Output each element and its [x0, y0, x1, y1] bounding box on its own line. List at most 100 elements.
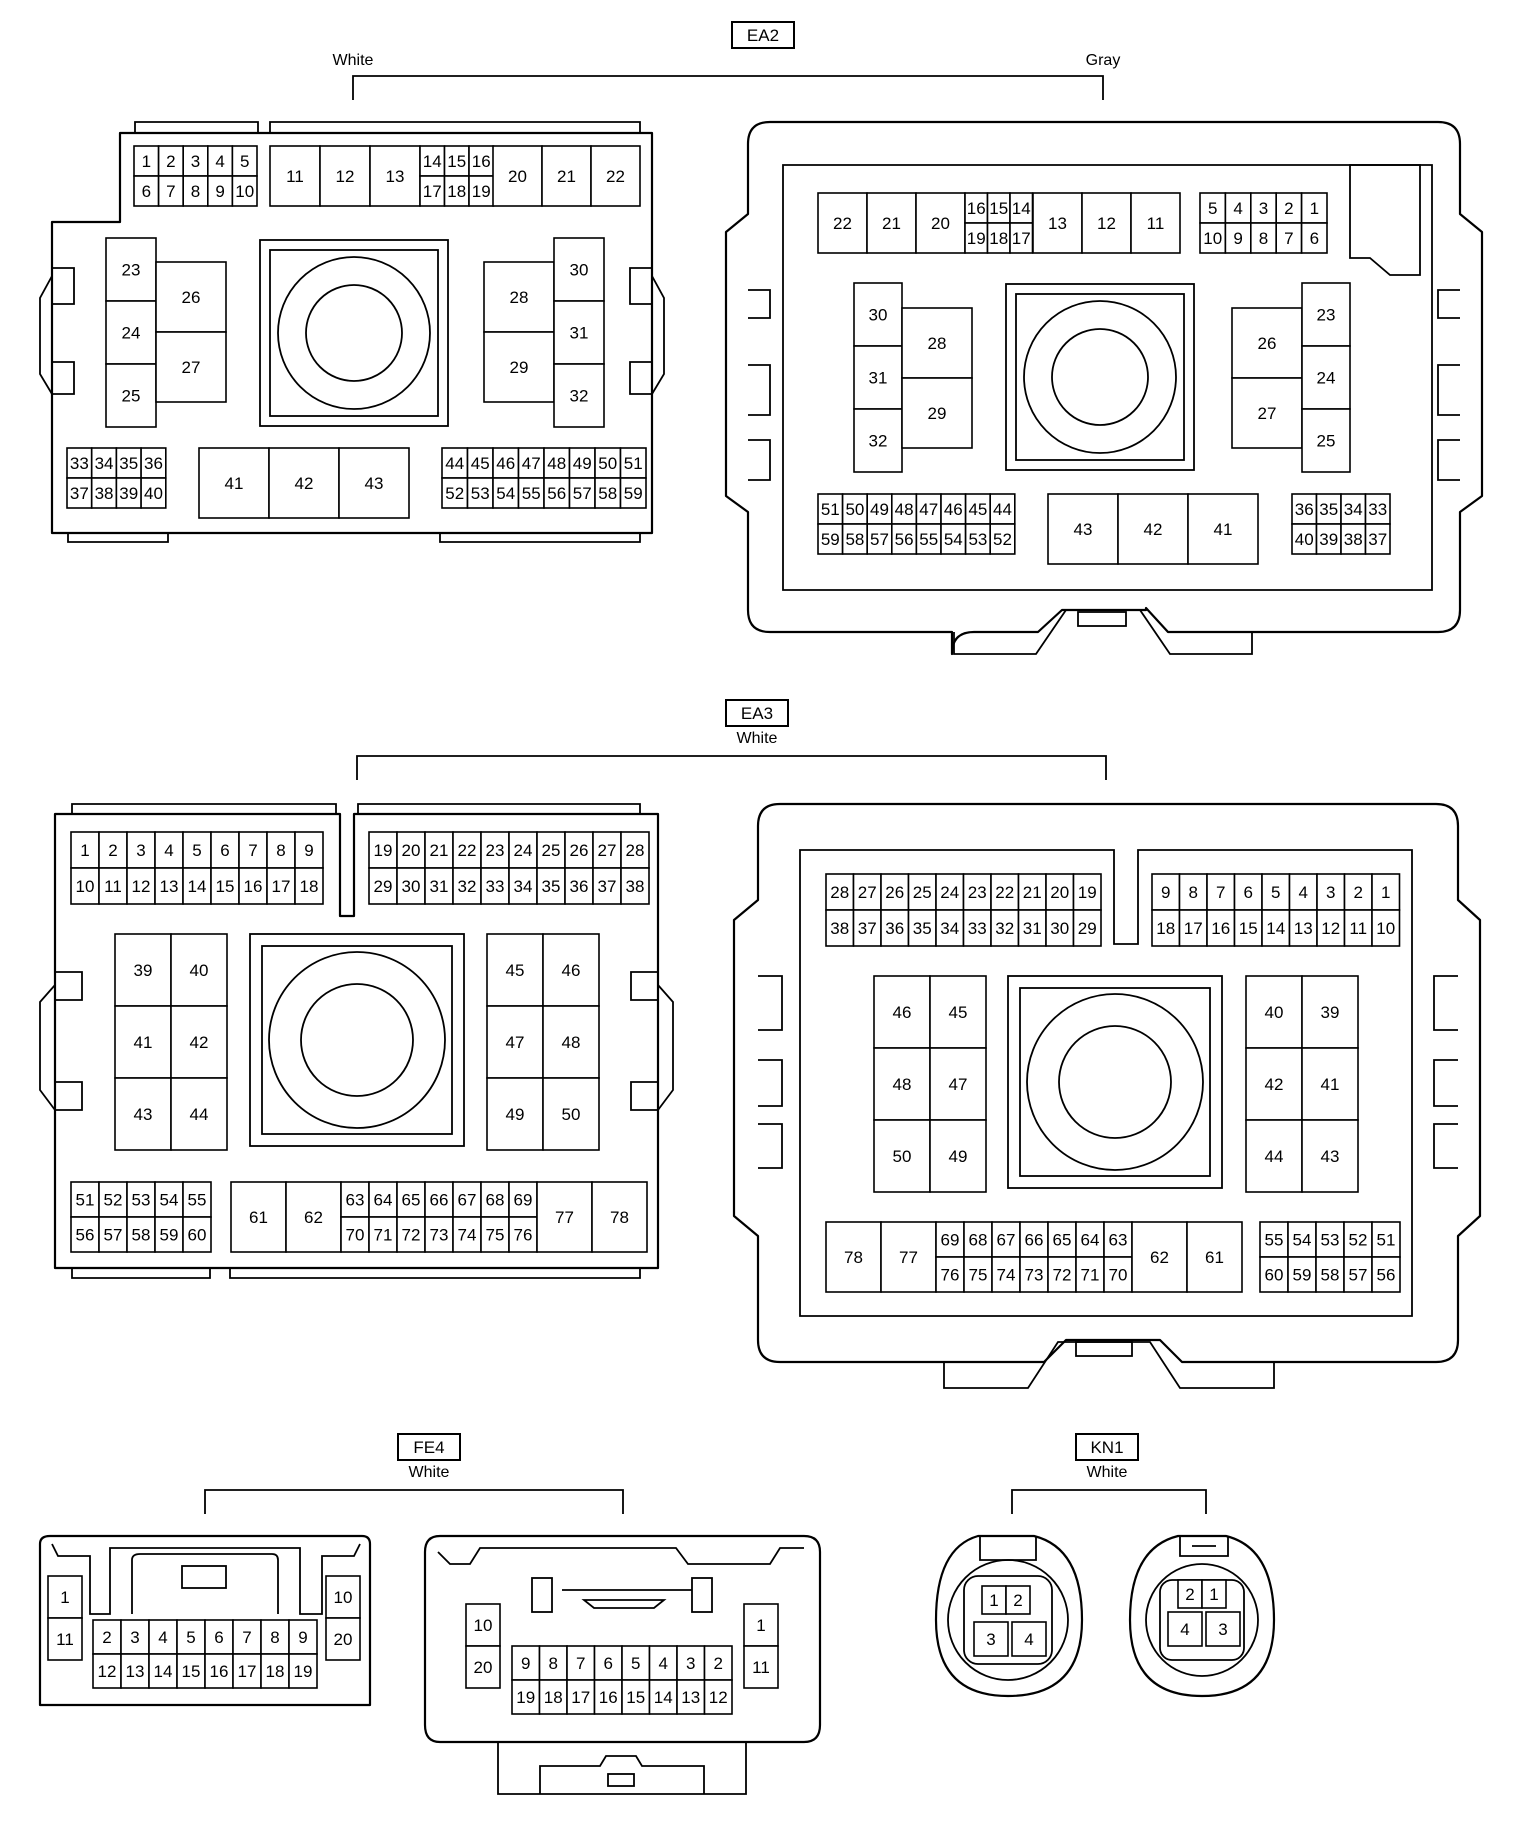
- pin-number: 25: [1317, 432, 1336, 451]
- pin-cavity: [486, 1077, 544, 1151]
- pin-number: 7: [248, 841, 257, 860]
- pin-number: 8: [549, 1654, 558, 1673]
- pin-cavity: [1301, 345, 1351, 410]
- pin-number: 48: [547, 454, 566, 473]
- pin-cavity: [1315, 523, 1342, 555]
- pin-number: 51: [624, 454, 643, 473]
- pin-number: 31: [1023, 919, 1042, 938]
- pin-cavity: [1167, 1611, 1203, 1647]
- pin-number: 17: [1184, 919, 1203, 938]
- pin-number: 4: [215, 152, 224, 171]
- pin-cavity: [66, 477, 93, 509]
- pin-cavity: [1186, 1221, 1243, 1293]
- pin-cavity: [517, 447, 545, 479]
- pin-number: 42: [1144, 520, 1163, 539]
- pin-number: 70: [1109, 1266, 1128, 1285]
- pin-cavity: [511, 1645, 541, 1681]
- pin-number: 15: [447, 152, 466, 171]
- ea2-tag: EA2: [747, 26, 779, 45]
- pin-number: 12: [336, 167, 355, 186]
- pin-number: 14: [154, 1662, 173, 1681]
- pin-number: 37: [1368, 530, 1387, 549]
- pin-number: 23: [968, 883, 987, 902]
- pin-cavity: [866, 192, 917, 254]
- pin-number: 56: [547, 484, 566, 503]
- pin-number: 23: [486, 841, 505, 860]
- pin-cavity: [866, 493, 893, 525]
- pin-number: 48: [562, 1033, 581, 1052]
- kn1-bracket: [1011, 1489, 1207, 1514]
- pin-number: 26: [182, 288, 201, 307]
- pin-cavity: [140, 477, 167, 509]
- pin-number: 5: [1208, 199, 1217, 218]
- pin-cavity: [452, 867, 482, 905]
- pin-cavity: [452, 1216, 482, 1253]
- pin-number: 39: [134, 961, 153, 980]
- pin-number: 16: [472, 152, 491, 171]
- pin-number: 60: [1265, 1266, 1284, 1285]
- pin-number: 28: [510, 288, 529, 307]
- pin-number: 27: [182, 358, 201, 377]
- pin-number: 50: [845, 500, 864, 519]
- pin-cavity: [369, 145, 421, 207]
- pin-number: 57: [1349, 1266, 1368, 1285]
- pin-number: 49: [949, 1147, 968, 1166]
- pin-cavity: [1250, 192, 1278, 224]
- pin-cavity: [880, 1221, 937, 1293]
- pin-number: 24: [940, 883, 959, 902]
- ea2-male-bottom-latch: [67, 533, 641, 543]
- pin-number: 34: [514, 877, 533, 896]
- pin-number: 40: [144, 484, 163, 503]
- pin-number: 46: [944, 500, 963, 519]
- pin-cavity: [1371, 1256, 1401, 1293]
- pin-number: 26: [1258, 334, 1277, 353]
- pin-number: 35: [542, 877, 561, 896]
- pin-cavity: [1301, 975, 1359, 1049]
- pin-number: 46: [562, 961, 581, 980]
- pin-cavity: [1011, 1621, 1047, 1657]
- pin-cavity: [492, 145, 543, 207]
- ea3-female-latch-slot: [1075, 1341, 1133, 1357]
- pin-number: 22: [995, 883, 1014, 902]
- pin-number: 1: [1310, 199, 1319, 218]
- pin-cavity: [1231, 307, 1303, 379]
- pin-number: 54: [160, 1191, 179, 1210]
- pin-number: 5: [186, 1628, 195, 1647]
- pin-number: 4: [1233, 199, 1242, 218]
- pin-number: 51: [76, 1191, 95, 1210]
- pin-number: 55: [188, 1191, 207, 1210]
- ea2-female-lock-ring: [1023, 300, 1177, 454]
- pin-number: 29: [1078, 919, 1097, 938]
- ea3-bracket: [356, 755, 1107, 780]
- fe4-female-top-lip: [437, 1547, 804, 1565]
- pin-number: 54: [944, 530, 963, 549]
- pin-number: 68: [486, 1191, 505, 1210]
- pin-cavity: [1300, 222, 1328, 254]
- pin-number: 69: [941, 1231, 960, 1250]
- pin-number: 43: [365, 474, 384, 493]
- pin-number: 9: [298, 1628, 307, 1647]
- fe4-color: White: [409, 1464, 450, 1481]
- pin-number: 46: [893, 1003, 912, 1022]
- pin-number: 31: [570, 324, 589, 343]
- pin-number: 13: [1294, 919, 1313, 938]
- pin-number: 2: [1354, 883, 1363, 902]
- pin-number: 41: [1214, 520, 1233, 539]
- pin-cavity: [115, 477, 142, 509]
- pin-number: 9: [1161, 883, 1170, 902]
- pin-number: 2: [1013, 1591, 1022, 1610]
- ea3-male-right-tabs: [630, 971, 658, 1111]
- ea2-female-latch-slot: [1077, 611, 1127, 627]
- pin-number: 53: [968, 530, 987, 549]
- pin-number: 26: [885, 883, 904, 902]
- pin-number: 4: [1024, 1630, 1033, 1649]
- pin-number: 12: [98, 1662, 117, 1681]
- pin-cavity: [1316, 873, 1346, 911]
- kn1-male-shell: [934, 1534, 1084, 1698]
- pin-cavity: [285, 1181, 342, 1253]
